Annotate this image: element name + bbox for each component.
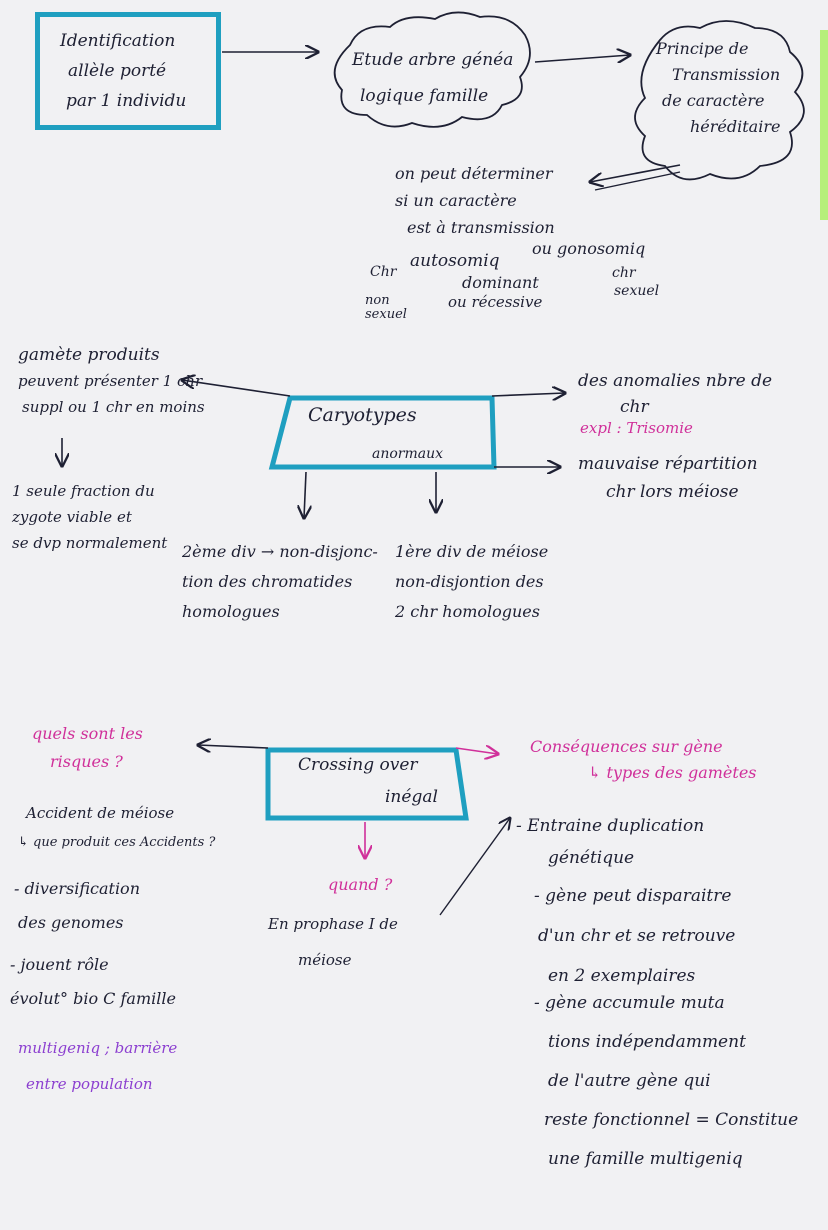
autosomiq: autosomiq <box>410 251 500 271</box>
prophase-text: En prophase I de méiose <box>268 915 398 969</box>
ou-recessive: ou récessive <box>448 293 543 311</box>
gene-accumule-text: - gène accumule muta tions indépendammen… <box>534 993 799 1169</box>
chr-sexuel: chr sexuel <box>612 265 660 299</box>
identification-text: Identification allèle porté par 1 indivi… <box>60 31 187 111</box>
diversification-text: - diversification des genomes <box>14 879 140 932</box>
expl-text: expl : Trisomie <box>580 419 693 437</box>
jouent-text: - jouent rôle évolut° bio C famille <box>10 955 176 1008</box>
crossing-sub: inégal <box>385 787 438 807</box>
caryotypes-sub: anormaux <box>372 446 444 462</box>
gene-peut-text: - gène peut disparaitre d'un chr et se r… <box>534 886 736 986</box>
crossing-label: Crossing over <box>298 755 418 775</box>
quels-text: quels sont les risques ? <box>32 724 143 771</box>
anomalies-text: des anomalies nbre de chr <box>578 371 773 417</box>
determine-text: on peut déterminer si un caractère est à… <box>395 164 555 237</box>
cloud-shape <box>333 11 531 128</box>
types-text: ↳ types des gamètes <box>588 763 757 782</box>
cloud-shape-right <box>634 20 805 181</box>
chr-auto: Chr <box>370 264 397 280</box>
consequences-text: Conséquences sur gène <box>530 737 723 756</box>
second-div-text: 2ème div → non-disjonc- tion des chromat… <box>182 542 378 621</box>
quand-text: quand ? <box>328 875 393 894</box>
gamete-text: gamète produits peuvent présenter 1 chr … <box>18 345 205 416</box>
mauvaise-text: mauvaise répartition chr lors méiose <box>578 454 758 502</box>
edge-marker <box>820 30 828 220</box>
accident-text: Accident de méiose <box>26 804 175 822</box>
que-produit-text: ↳ que produit ces Accidents ? <box>18 835 216 850</box>
identification-box <box>35 12 221 130</box>
dominant: dominant <box>462 273 539 292</box>
principe-text: Principe de Transmission de caractère hé… <box>656 39 781 136</box>
non-sexuel: non sexuel <box>365 293 407 322</box>
entraine-text: - Entraine duplication génétique <box>516 816 705 868</box>
ou-gono: ou gonosomiq <box>532 239 646 258</box>
crossing-box <box>265 747 469 821</box>
caryotypes-label: Caryotypes <box>308 404 417 426</box>
first-div-text: 1ère div de méiose non-disjontion des 2 … <box>395 542 549 621</box>
zygote-text: 1 seule fraction du zygote viable et se … <box>12 482 168 552</box>
etude-text: Etude arbre généa logique famille <box>352 50 514 106</box>
multigenic-text: multigeniq ; barrière entre population <box>18 1039 178 1093</box>
